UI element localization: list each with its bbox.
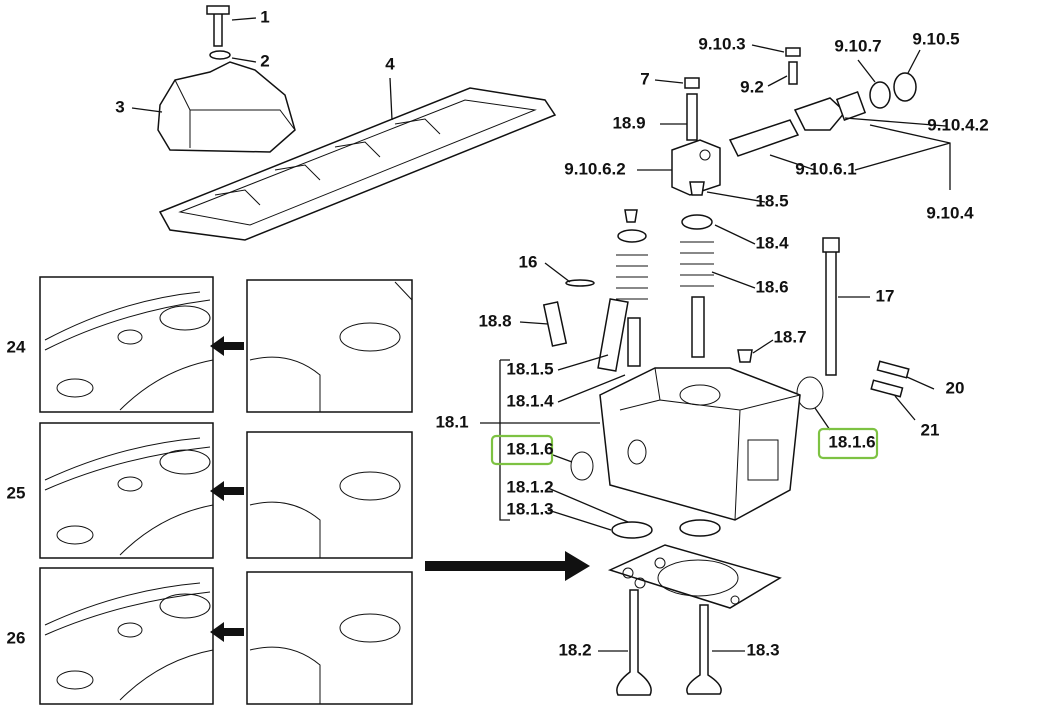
arrow-left-icon — [210, 622, 244, 642]
callout-18-9: 18.9 — [612, 113, 645, 132]
leader-lines — [131, 17, 951, 652]
highlight-box-18-1-6-right — [817, 427, 879, 460]
callout-25: 25 — [7, 483, 26, 502]
callout-9-10-6-2: 9.10.6.2 — [564, 159, 625, 178]
callout-1: 1 — [260, 7, 269, 26]
panel-24 — [39, 276, 413, 413]
rocker-cover — [157, 5, 296, 153]
callout-18-3: 18.3 — [746, 640, 779, 659]
arrow-left-icon — [210, 336, 244, 356]
cylinder-head — [570, 367, 801, 539]
highlight-box-18-1-6-left — [490, 434, 554, 466]
panel-25 — [39, 422, 413, 559]
valves — [616, 589, 722, 696]
callout-18-5: 18.5 — [755, 191, 788, 210]
callout-18-2: 18.2 — [558, 640, 591, 659]
callout-26: 26 — [7, 628, 26, 647]
callout-18-1: 18.1 — [435, 412, 468, 431]
callout-18-1-4: 18.1.4 — [506, 391, 554, 410]
callout-18-1-3: 18.1.3 — [506, 499, 553, 518]
callout-7: 7 — [640, 69, 649, 88]
rocker-cover-gasket — [158, 87, 557, 241]
callout-9-10-4-2: 9.10.4.2 — [927, 115, 988, 134]
callout-20: 20 — [946, 378, 965, 397]
callout-21: 21 — [921, 420, 940, 439]
callout-9-10-6-1: 9.10.6.1 — [795, 159, 856, 178]
callout-24: 24 — [7, 337, 26, 356]
callout-9-10-7: 9.10.7 — [834, 36, 881, 55]
arrow-left-icon — [210, 481, 244, 501]
callout-9-10-5: 9.10.5 — [912, 29, 959, 48]
panel-26 — [39, 567, 413, 705]
callout-9-2: 9.2 — [740, 77, 764, 96]
callout-18-8: 18.8 — [478, 311, 511, 330]
callout-3: 3 — [115, 97, 124, 116]
callout-18-7: 18.7 — [773, 327, 806, 346]
callout-labels: 1 2 3 4 7 9.10.3 9.2 9.10.7 9.10.5 9.10.… — [7, 7, 989, 659]
arrow-right-icon — [425, 551, 590, 581]
callout-16: 16 — [519, 252, 538, 271]
gasket-detail-panels — [39, 276, 413, 705]
callout-18-4: 18.4 — [755, 233, 789, 252]
callout-4: 4 — [385, 54, 395, 73]
rocker-assembly — [671, 47, 917, 196]
callout-18-1-6-right: 18.1.6 — [828, 432, 875, 451]
callout-18-1-5: 18.1.5 — [506, 359, 553, 378]
callout-18-6: 18.6 — [755, 277, 788, 296]
callout-9-10-3: 9.10.3 — [698, 34, 745, 53]
head-gasket — [607, 544, 782, 609]
valve-springs — [542, 181, 910, 410]
callout-2: 2 — [260, 51, 269, 70]
callout-9-10-4: 9.10.4 — [926, 203, 974, 222]
callout-18-1-2: 18.1.2 — [506, 477, 553, 496]
callout-18-1-6-left: 18.1.6 — [506, 439, 553, 458]
callout-17: 17 — [876, 286, 895, 305]
